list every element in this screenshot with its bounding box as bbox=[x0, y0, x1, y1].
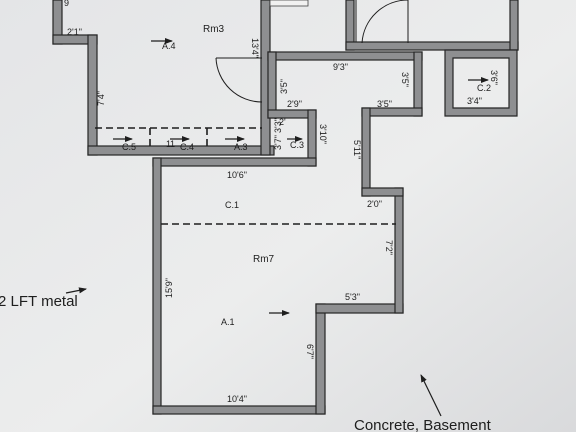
plan-labels: 9 Rm3 A.4 2'1" 13'4" 7'4" C.5 1 1 C.4 A.… bbox=[0, 0, 499, 432]
dim-partial-top: 9 bbox=[64, 0, 69, 8]
note-concrete-basement: Concrete, Basement bbox=[354, 417, 492, 432]
rm3-door bbox=[215, 57, 263, 103]
area-label-a4: A.4 bbox=[162, 41, 176, 51]
area-label-c3: C.3 bbox=[290, 140, 304, 150]
dim-3-6: 3'6" bbox=[489, 70, 499, 85]
dim-10-6: 10'6" bbox=[227, 170, 247, 180]
area-label-c2: C.2 bbox=[477, 83, 491, 93]
dim-15-9: 15'9" bbox=[164, 278, 174, 298]
room-label-rm7: Rm7 bbox=[253, 254, 275, 265]
dim-5-3: 5'3" bbox=[345, 292, 360, 302]
upper-right-door bbox=[355, 0, 409, 44]
area-label-c4: C.4 bbox=[180, 142, 194, 152]
arrow-concrete bbox=[420, 374, 442, 417]
rm7-walls bbox=[152, 157, 404, 415]
direction-arrows bbox=[65, 38, 489, 417]
dim-3-3: 3'3" bbox=[273, 118, 283, 133]
dim-13-4: 13'4" bbox=[250, 38, 260, 58]
dim-2-small: 2' bbox=[279, 117, 286, 127]
dim-7-2: 7'2" bbox=[384, 240, 394, 255]
dim-6-7: 6'7" bbox=[305, 344, 315, 359]
dim-3-5-top: 3'5" bbox=[400, 72, 410, 87]
room-label-rm3: Rm3 bbox=[203, 24, 225, 35]
dim-3-4: 3'4" bbox=[467, 96, 482, 106]
dim-7-4: 7'4" bbox=[96, 91, 106, 106]
note-lft-metal: 2 LFT metal bbox=[0, 293, 78, 310]
area-label-a1: A.1 bbox=[221, 317, 235, 327]
rm3-walls bbox=[52, 0, 275, 156]
dim-5-11: 5'11" bbox=[352, 140, 362, 159]
arrow-lft-metal bbox=[65, 287, 87, 294]
area-label-a3: A.3 bbox=[234, 142, 248, 152]
dim-2-0: 2'0" bbox=[367, 199, 382, 209]
dim-3-7: 3'7" bbox=[273, 135, 283, 150]
dim-3-5-mid: 3'5" bbox=[377, 99, 392, 109]
area-split-b: 1 bbox=[166, 139, 171, 149]
dim-3-10: 3'10" bbox=[318, 124, 328, 144]
dim-2-9: 2'9" bbox=[287, 99, 302, 109]
dim-3-5-left: 3'5" bbox=[279, 79, 289, 94]
dim-2-1: 2'1" bbox=[67, 27, 82, 37]
area-label-c1: C.1 bbox=[225, 200, 239, 210]
closet-walls bbox=[444, 49, 518, 117]
area-split-c: 1 bbox=[170, 139, 175, 149]
upper-right-walls bbox=[269, 0, 519, 51]
area-label-c5: C.5 bbox=[122, 142, 136, 152]
dim-9-3: 9'3" bbox=[333, 62, 348, 72]
rm3-dashed-division bbox=[95, 127, 262, 147]
dim-10-4: 10'4" bbox=[227, 394, 247, 404]
